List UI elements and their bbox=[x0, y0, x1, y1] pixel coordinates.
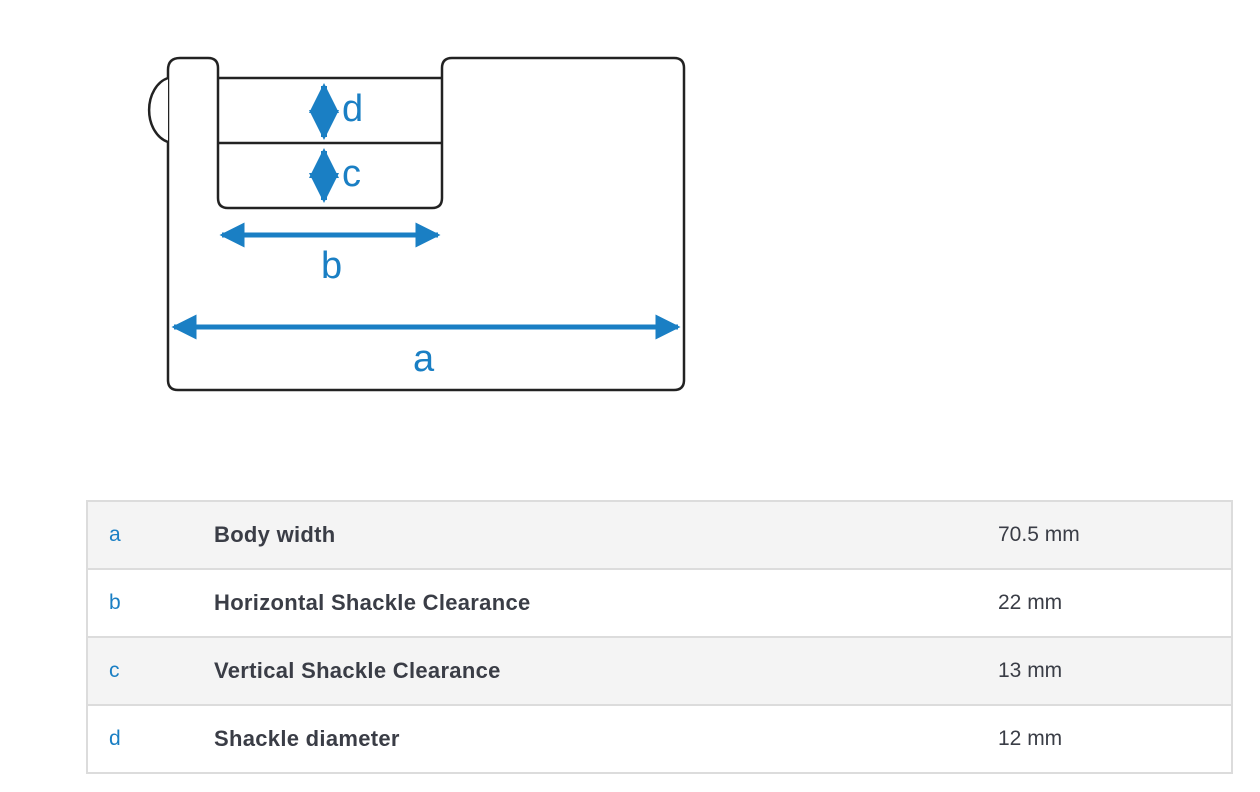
dimension-name: Horizontal Shackle Clearance bbox=[214, 568, 998, 637]
dimension-key: c bbox=[87, 636, 214, 705]
table-row: c Vertical Shackle Clearance 13 mm bbox=[87, 636, 1232, 705]
table-row: d Shackle diameter 12 mm bbox=[87, 704, 1232, 773]
dimension-value: 12 mm bbox=[998, 704, 1232, 773]
dimension-d-label: d bbox=[342, 88, 363, 130]
dimension-name: Shackle diameter bbox=[214, 704, 998, 773]
padlock-dimension-diagram: d c b a bbox=[147, 56, 686, 392]
dimension-c-label: c bbox=[342, 153, 361, 195]
dimension-name: Vertical Shackle Clearance bbox=[214, 636, 998, 705]
dimension-key: a bbox=[87, 501, 214, 569]
dimension-key: d bbox=[87, 704, 214, 773]
dimension-key: b bbox=[87, 568, 214, 637]
dimension-value: 13 mm bbox=[998, 636, 1232, 705]
dimension-b-label: b bbox=[321, 245, 342, 287]
dimension-value: 22 mm bbox=[998, 568, 1232, 637]
dimension-value: 70.5 mm bbox=[998, 501, 1232, 569]
dimensions-table: a Body width 70.5 mm b Horizontal Shackl… bbox=[86, 500, 1233, 774]
table-row: b Horizontal Shackle Clearance 22 mm bbox=[87, 568, 1232, 637]
table-row: a Body width 70.5 mm bbox=[87, 501, 1232, 569]
key-cylinder-outline bbox=[147, 76, 169, 144]
dimension-name: Body width bbox=[214, 501, 998, 569]
dimension-a-label: a bbox=[413, 338, 435, 380]
